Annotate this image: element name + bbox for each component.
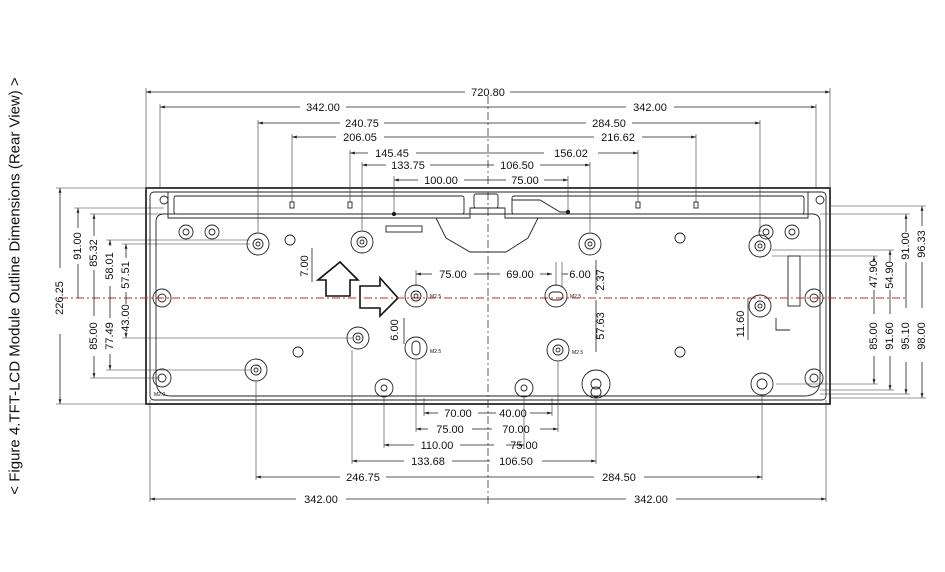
locating-pin [159, 195, 169, 205]
right-dimensions [772, 205, 926, 399]
dim-label: 75.00 [510, 440, 538, 452]
screw-label: M2.5 [570, 294, 581, 300]
hole [178, 224, 194, 240]
hole [404, 284, 428, 308]
hole [748, 234, 772, 258]
dim-label: 6.00 [389, 319, 401, 340]
screw-label: M2.5 [430, 349, 441, 355]
dim-label: 284.50 [592, 118, 626, 130]
mounting-holes [152, 195, 825, 399]
hole [804, 368, 824, 388]
dim-label: 284.50 [602, 472, 636, 484]
hole [544, 284, 568, 308]
dim-label: 156.02 [554, 148, 588, 160]
locating-pin [815, 195, 825, 205]
hole [546, 338, 570, 362]
hole [578, 232, 602, 256]
right-arrow-emboss [359, 275, 400, 318]
dim-label: 342.00 [306, 102, 340, 114]
dim-label: 57.51 [120, 261, 132, 289]
hole [374, 378, 394, 398]
dim-label: 70.00 [502, 424, 530, 436]
dim-label: 75.00 [436, 424, 464, 436]
hole [804, 288, 824, 308]
dim-label: 6.00 [569, 269, 590, 281]
dim-label: 47.90 [868, 260, 880, 288]
dim-label: 720.80 [471, 87, 505, 99]
dim-label: 85.00 [868, 322, 880, 350]
dim-label: 95.10 [900, 322, 912, 350]
interior-dimensions [311, 248, 749, 352]
left-dimensions [56, 187, 352, 405]
dim-label: 106.50 [499, 456, 533, 468]
hole [246, 232, 270, 256]
dim-label: 98.00 [916, 322, 928, 350]
locating-pin [674, 232, 686, 244]
dim-label: 133.68 [411, 456, 445, 468]
dim-label: 75.00 [511, 175, 539, 187]
dim-label: 246.75 [346, 472, 380, 484]
hole [346, 326, 370, 350]
dim-label: 54.90 [884, 261, 896, 289]
locating-pin [292, 346, 304, 358]
dim-label: 43.00 [120, 304, 132, 332]
dim-label: 70.00 [444, 408, 472, 420]
dim-label: 342.00 [634, 494, 668, 506]
screw-label: M2.0 [154, 392, 165, 398]
dim-label: 91.00 [900, 232, 912, 260]
dim-label: 11.60 [735, 311, 747, 338]
dim-label: 342.00 [633, 102, 667, 114]
dim-label: 226.25 [54, 281, 66, 315]
dim-label: 2.37 [595, 269, 607, 290]
dim-label: 7.00 [299, 255, 311, 276]
dim-label: 40.00 [499, 408, 527, 420]
hole [750, 372, 774, 396]
up-arrow-emboss [315, 260, 360, 297]
dim-label: 85.32 [88, 239, 100, 267]
hole [404, 336, 428, 360]
locating-pin [674, 346, 686, 358]
dim-label: 240.75 [345, 118, 379, 130]
dim-label: 57.63 [595, 312, 607, 340]
hole [784, 224, 800, 240]
dim-label: 85.00 [88, 322, 100, 350]
screw-label: M2.5 [430, 294, 441, 300]
dim-label: 91.00 [72, 232, 84, 260]
top-dimensions [145, 88, 831, 232]
dim-label: 206.05 [343, 132, 377, 144]
dim-label: 58.01 [104, 252, 116, 280]
hole [581, 369, 611, 399]
hole [204, 224, 220, 240]
dim-label: 106.50 [500, 160, 534, 172]
dim-label: 216.62 [601, 132, 635, 144]
hole [748, 294, 772, 318]
bottom-dimensions [149, 350, 827, 502]
dim-label: 133.75 [391, 160, 425, 172]
hole [350, 230, 374, 254]
dim-label: 145.45 [375, 148, 409, 160]
hole [758, 224, 774, 240]
dim-label: 91.60 [884, 322, 896, 350]
dim-label: 110.00 [421, 440, 454, 452]
dim-label: 96.33 [916, 230, 928, 258]
screw-label: M2.5 [572, 350, 583, 356]
hole [152, 288, 172, 308]
dim-label: 77.49 [104, 322, 116, 350]
dim-label: 342.00 [304, 494, 338, 506]
dim-label: 75.00 [439, 269, 467, 281]
dim-label: 69.00 [506, 269, 534, 281]
dim-label: 100.00 [424, 175, 458, 187]
locating-pin [284, 234, 296, 246]
hole [514, 378, 534, 398]
